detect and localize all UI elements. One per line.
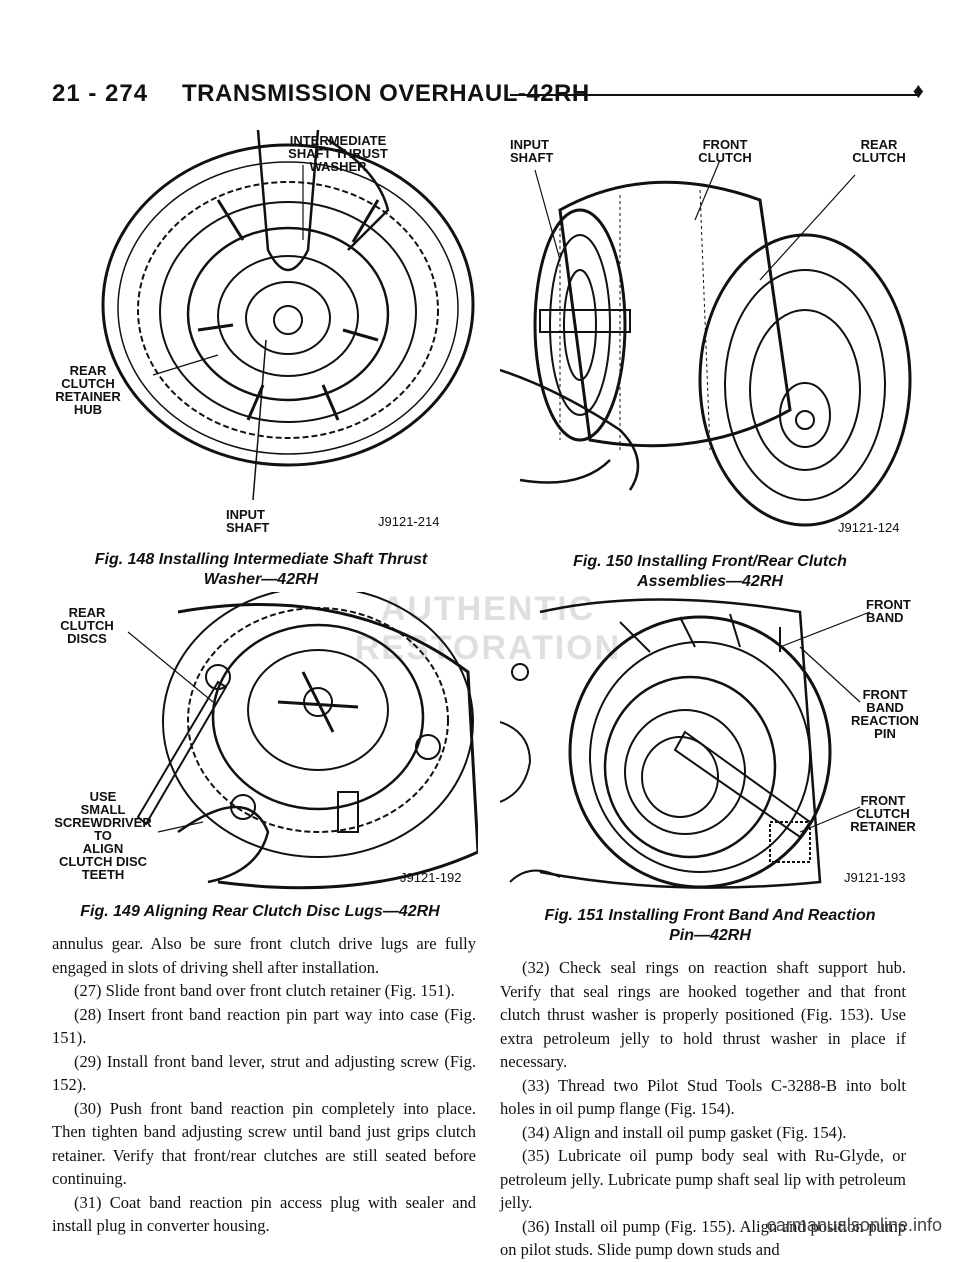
label-front-band: FRONT BAND: [866, 597, 911, 625]
page-header: 21 - 274 TRANSMISSION OVERHAUL-42RH ♦: [52, 74, 924, 114]
paragraph: (31) Coat band reaction pin access plug …: [52, 1192, 476, 1236]
figure-151-caption: Fig. 151 Installing Front Band And React…: [544, 907, 876, 944]
paragraph: (30) Push front band reaction pin comple…: [52, 1098, 476, 1189]
label-use-screwdriver: USE SMALL SCREWDRIVER TO ALIGN CLUTCH DI…: [54, 789, 152, 882]
diamond-marker-icon: ♦: [912, 78, 924, 103]
label-retainer-hub: REAR CLUTCH RETAINER HUB: [55, 363, 121, 417]
figure-149-code: J9121-192: [400, 870, 462, 885]
label-clutch-retainer: FRONT CLUTCH RETAINER: [850, 793, 916, 834]
label-input-shaft-150: INPUT SHAFT: [510, 137, 554, 165]
paragraph: (34) Align and install oil pump gasket (…: [522, 1122, 847, 1142]
label-input-shaft-148: INPUT SHAFT: [226, 507, 270, 535]
watermark-logo: AUTHENTIC RESTORATION: [354, 590, 622, 667]
left-text-column: annulus gear. Also be sure front clutch …: [52, 932, 476, 1238]
label-reaction-pin: FRONT BAND REACTION PIN: [851, 687, 919, 741]
label-rear-clutch-150: REAR CLUTCH: [852, 137, 906, 165]
figure-150: [500, 130, 912, 530]
paragraph: (32) Check seal rings on reaction shaft …: [500, 958, 906, 1071]
paragraph: (29) Install front band lever, strut and…: [52, 1051, 476, 1095]
paragraph: (33) Thread two Pilot Stud Tools C-3288-…: [500, 1075, 906, 1119]
label-front-clutch-150: FRONT CLUTCH: [698, 137, 752, 165]
section-title: TRANSMISSION OVERHAUL-42RH: [182, 80, 590, 107]
paragraph: (27) Slide front band over front clutch …: [74, 981, 455, 1000]
header-rule: [510, 94, 920, 96]
figure-149-drawing: [127, 592, 478, 890]
figure-148-drawing: [101, 130, 475, 501]
figure-150-caption: Fig. 150 Installing Front/Rear Clutch As…: [573, 553, 847, 590]
figure-148-caption: Fig. 148 Installing Intermediate Shaft T…: [94, 551, 428, 588]
figure-151-drawing: [500, 598, 871, 889]
page-number: 21 - 274: [52, 80, 149, 107]
figure-149-caption: Fig. 149 Aligning Rear Clutch Disc Lugs—…: [80, 903, 440, 920]
footer-watermark: carmanualsonline.info: [766, 1215, 942, 1235]
figure-151: [500, 592, 900, 892]
paragraph: (28) Insert front band reaction pin part…: [52, 1004, 476, 1048]
paragraph: (35) Lubricate oil pump body seal with R…: [500, 1146, 906, 1212]
label-rear-clutch-discs: REAR CLUTCH DISCS: [60, 605, 114, 646]
figure-148: [48, 130, 478, 540]
figure-151-code: J9121-193: [844, 870, 906, 885]
paragraph: annulus gear. Also be sure front clutch …: [52, 934, 476, 977]
figure-148-code: J9121-214: [378, 514, 440, 529]
right-text-column: (32) Check seal rings on reaction shaft …: [500, 956, 906, 1262]
figure-149: [48, 592, 478, 892]
figure-150-drawing: [500, 159, 912, 527]
label-thrust-washer: INTERMEDIATE SHAFT THRUST WASHER: [288, 133, 388, 174]
figure-150-code: J9121-124: [838, 520, 900, 535]
